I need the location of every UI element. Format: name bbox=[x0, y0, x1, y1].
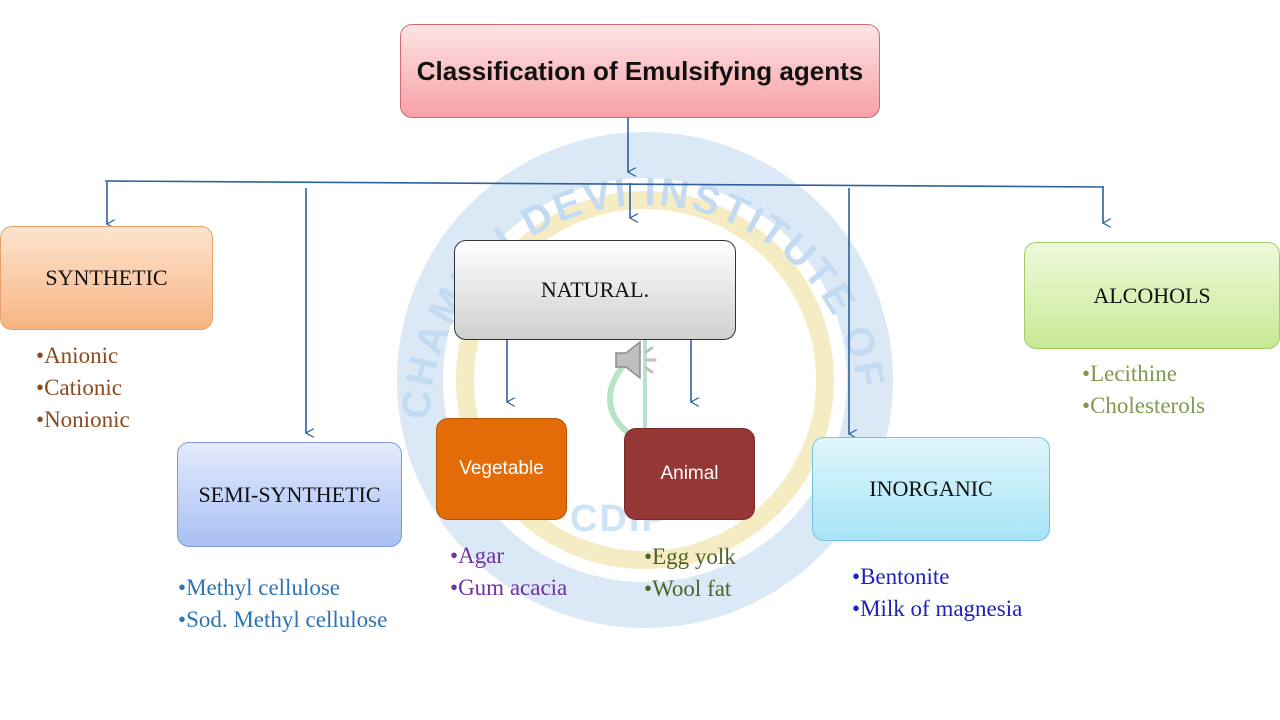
synthetic-box: SYNTHETIC bbox=[0, 226, 213, 330]
list-item: Lecithine bbox=[1082, 358, 1205, 390]
alcohols-box: ALCOHOLS bbox=[1024, 242, 1280, 349]
list-item: Gum acacia bbox=[450, 572, 567, 604]
synthetic-list: Anionic Cationic Nonionic bbox=[36, 340, 130, 436]
list-item: Milk of magnesia bbox=[852, 593, 1022, 625]
diagram-title: Classification of Emulsifying agents bbox=[416, 55, 864, 86]
list-item: Agar bbox=[450, 540, 567, 572]
inorganic-box: INORGANIC bbox=[812, 437, 1050, 541]
list-item: Nonionic bbox=[36, 404, 130, 436]
list-item: Bentonite bbox=[852, 561, 1022, 593]
alcohols-list: Lecithine Cholesterols bbox=[1082, 358, 1205, 422]
synthetic-label: SYNTHETIC bbox=[45, 265, 168, 290]
inorganic-label: INORGANIC bbox=[869, 476, 993, 501]
semi-synthetic-list: Methyl cellulose Sod. Methyl cellulose bbox=[178, 572, 387, 636]
alcohols-label: ALCOHOLS bbox=[1093, 282, 1211, 308]
animal-list: Egg yolk Wool fat bbox=[644, 541, 736, 605]
inorganic-list: Bentonite Milk of magnesia bbox=[852, 561, 1022, 625]
list-item: Anionic bbox=[36, 340, 130, 372]
animal-box: Animal bbox=[624, 428, 755, 520]
list-item: Egg yolk bbox=[644, 541, 736, 573]
animal-label: Animal bbox=[660, 463, 719, 484]
title-box: Classification of Emulsifying agents bbox=[400, 24, 880, 118]
list-item: Methyl cellulose bbox=[178, 572, 387, 604]
vegetable-label: Vegetable bbox=[459, 458, 544, 479]
natural-label: NATURAL. bbox=[540, 277, 650, 302]
semi-synthetic-label: SEMI-SYNTHETIC bbox=[198, 481, 381, 507]
list-item: Sod. Methyl cellulose bbox=[178, 604, 387, 636]
speaker-icon[interactable] bbox=[612, 336, 664, 384]
list-item: Cholesterols bbox=[1082, 390, 1205, 422]
natural-box: NATURAL. bbox=[454, 240, 736, 340]
semi-synthetic-box: SEMI-SYNTHETIC bbox=[177, 442, 402, 547]
list-item: Cationic bbox=[36, 372, 130, 404]
vegetable-box: Vegetable bbox=[436, 418, 567, 520]
vegetable-list: Agar Gum acacia bbox=[450, 540, 567, 604]
list-item: Wool fat bbox=[644, 573, 736, 605]
horizontal-connector bbox=[104, 180, 1105, 188]
